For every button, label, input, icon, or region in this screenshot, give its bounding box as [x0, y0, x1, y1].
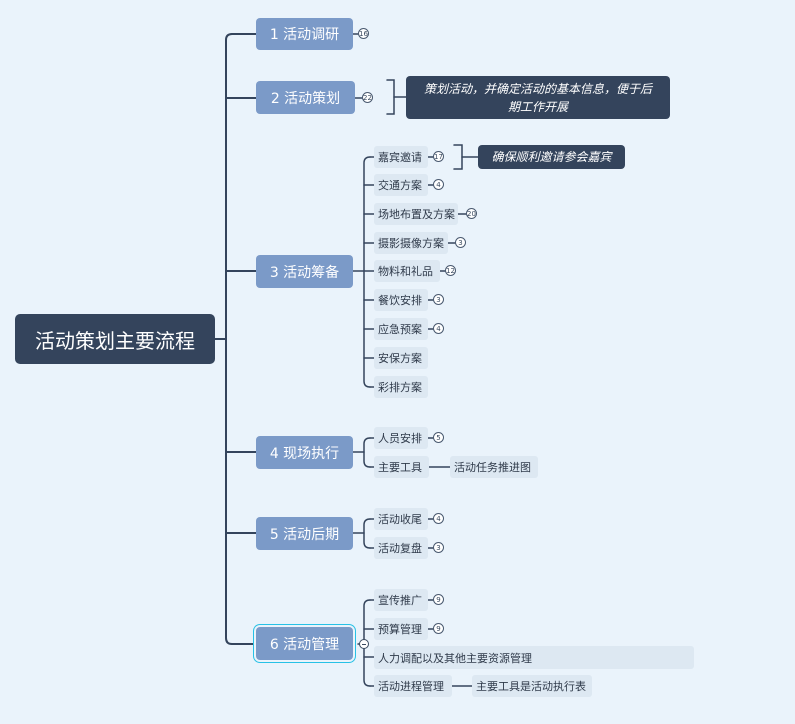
branch-6-management[interactable]: 6 活动管理	[256, 627, 353, 660]
leaf-staffing[interactable]: 人员安排	[374, 427, 428, 449]
collapsed-count-badge[interactable]: 4	[433, 513, 444, 524]
leaf-promotion[interactable]: 宣传推广	[374, 589, 428, 611]
collapsed-count-badge[interactable]: 3	[455, 237, 466, 248]
leaf-emergency-plan[interactable]: 应急预案	[374, 318, 428, 340]
leaf-main-tools[interactable]: 主要工具	[374, 456, 429, 478]
leaf-guest-invitation[interactable]: 嘉宾邀请	[374, 146, 428, 168]
collapsed-count-badge[interactable]: 4	[433, 323, 444, 334]
planning-note[interactable]: 策划活动，并确定活动的基本信息，便于后期工作开展	[406, 76, 670, 119]
root-node[interactable]: 活动策划主要流程	[15, 314, 215, 364]
collapsed-count-badge[interactable]: 5	[433, 432, 444, 443]
leaf-venue-layout[interactable]: 场地布置及方案	[374, 203, 458, 225]
leaf-review[interactable]: 活动复盘	[374, 537, 428, 559]
guest-invitation-note[interactable]: 确保顺利邀请参会嘉宾	[478, 145, 625, 169]
leaf-rehearsal-plan[interactable]: 彩排方案	[374, 376, 428, 398]
leaf-photo-video-plan[interactable]: 摄影摄像方案	[374, 232, 448, 254]
leaf-budget-management[interactable]: 预算管理	[374, 618, 428, 640]
collapsed-count-badge[interactable]: 9	[433, 594, 444, 605]
collapsed-count-badge[interactable]: 17	[433, 151, 444, 162]
leaf-task-progress-chart[interactable]: 活动任务推进图	[450, 456, 538, 478]
collapsed-count-badge[interactable]: 3	[433, 542, 444, 553]
branch-4-execution[interactable]: 4 现场执行	[256, 436, 353, 469]
collapsed-count-badge[interactable]: 20	[466, 208, 477, 219]
leaf-hr-resource-management[interactable]: 人力调配以及其他主要资源管理	[374, 646, 694, 669]
leaf-catering[interactable]: 餐饮安排	[374, 289, 428, 311]
branch-3-preparation[interactable]: 3 活动筹备	[256, 255, 353, 288]
leaf-transport-plan[interactable]: 交通方案	[374, 174, 428, 196]
collapsed-count-badge[interactable]: 3	[433, 294, 444, 305]
branch-2-planning[interactable]: 2 活动策划	[256, 81, 355, 114]
leaf-progress-management[interactable]: 活动进程管理	[374, 675, 452, 697]
branch-1-research[interactable]: 1 活动调研	[256, 18, 353, 50]
collapsed-count-badge[interactable]: 4	[433, 179, 444, 190]
leaf-materials-gifts[interactable]: 物料和礼品	[374, 260, 440, 282]
collapse-toggle-icon[interactable]	[359, 639, 369, 649]
collapsed-count-badge[interactable]: 22	[362, 92, 373, 103]
leaf-execution-schedule[interactable]: 主要工具是活动执行表	[472, 675, 592, 697]
collapsed-count-badge[interactable]: 16	[358, 28, 369, 39]
branch-5-followup[interactable]: 5 活动后期	[256, 517, 353, 550]
collapsed-count-badge[interactable]: 12	[445, 265, 456, 276]
collapsed-count-badge[interactable]: 9	[433, 623, 444, 634]
leaf-wrap-up[interactable]: 活动收尾	[374, 508, 428, 530]
leaf-security-plan[interactable]: 安保方案	[374, 347, 428, 369]
